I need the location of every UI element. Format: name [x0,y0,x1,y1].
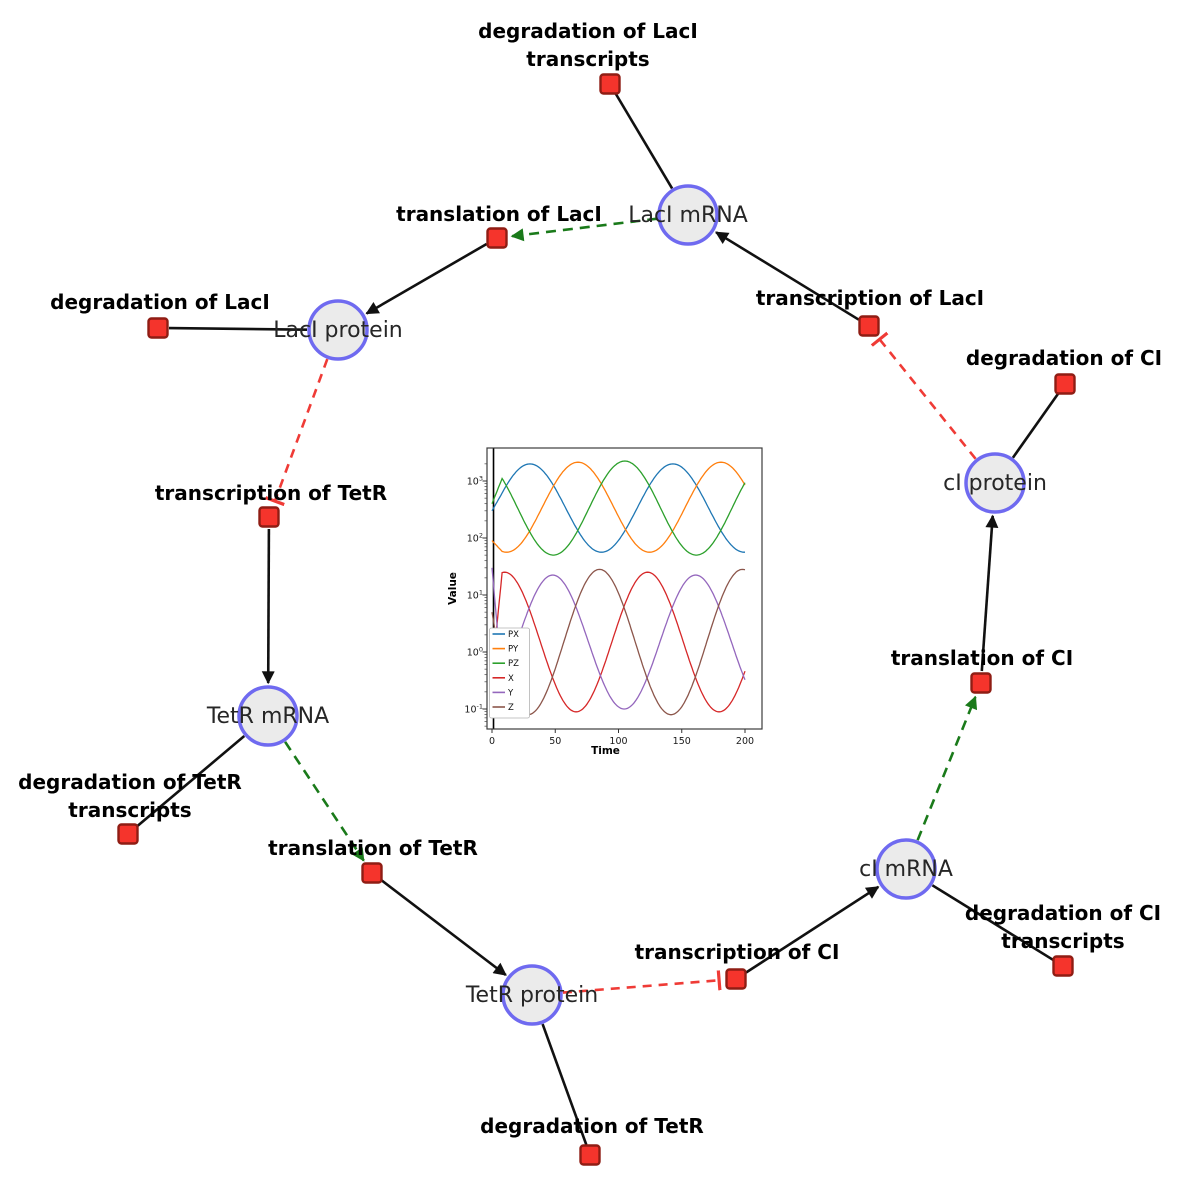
reaction-node-translation-of-ci [970,672,992,694]
edge-consumption-tetr-protein--degradation-of-tetr [541,1023,588,1146]
edge-consumption-laci-mrna--degradation-of-laci-transcripts [614,92,674,190]
legend-label-PX: PX [508,630,519,640]
species-node-ci-protein [964,452,1026,514]
reaction-node-translation-of-tetr [361,862,383,884]
y-tick-exponent: -1 [477,703,483,711]
species-label-laci-mrna: LacI mRNA [628,203,748,228]
edge-consumption-tetr-mrna--degradation-of-tetr-transcripts [135,735,246,828]
species-node-ci-mrna [875,838,937,900]
legend-label-Z: Z [508,703,514,713]
series-PX [491,463,745,553]
edge-production-transcription-of-ci--ci-mrna [745,885,880,974]
x-tick-label: 150 [673,736,691,747]
nodes-layer [117,73,1076,1166]
edge-production-translation-of-ci--ci-protein [980,514,999,672]
x-tick-label: 200 [736,736,754,747]
reaction-node-transcription-of-ci [725,968,747,990]
legend-label-Y: Y [507,688,514,698]
reaction-label-translation-of-laci: translation of LacI [396,202,602,226]
reaction-node-degradation-of-tetr [579,1144,601,1166]
species-label-tetr-protein: TetR protein [465,983,598,1008]
reaction-node-degradation-of-ci [1054,373,1076,395]
series-PZ [491,460,746,556]
legend-label-PY: PY [508,645,519,655]
chart-legend-box [489,627,530,719]
y-tick-base: 10 [464,705,476,716]
edge-consumption-ci-protein--degradation-of-ci [1011,392,1060,459]
y-tick-exponent: 2 [479,532,483,540]
reaction-node-transcription-of-laci [858,315,880,337]
legend-label-PZ: PZ [508,659,519,669]
series-PY [491,461,746,553]
species-node-laci-mrna [657,184,719,246]
y-tick-label: 102 [467,532,483,545]
species-node-tetr-mrna [237,685,299,747]
y-tick-exponent: 1 [479,589,483,597]
x-tick-label: 50 [549,736,561,747]
series-Y [491,567,746,710]
chart-frame [486,447,763,730]
reaction-label-degradation-of-laci: degradation of LacI [50,290,270,314]
reaction-label-degradation-of-ci-transcripts-line2: transcripts [1001,929,1124,953]
edge-modifier-ci-mrna--translation-of-ci [916,695,978,841]
reaction-label-translation-of-tetr: translation of TetR [268,836,478,860]
y-tick-label: 100 [467,646,483,659]
y-tick-label: 103 [467,475,483,488]
edge-production-translation-of-tetr--tetr-protein [380,879,507,977]
reaction-label-translation-of-ci: translation of CI [891,646,1073,670]
y-tick-exponent: 0 [479,646,483,654]
edge-consumption-laci-protein--degradation-of-laci [168,326,308,331]
edge-production-transcription-of-laci--laci-mrna [714,231,860,321]
reaction-label-degradation-of-ci: degradation of CI [966,346,1162,370]
reaction-node-translation-of-laci [486,227,508,249]
edges-layer [135,92,1060,1146]
reaction-label-degradation-of-laci-transcripts: degradation of LacI [478,19,698,43]
series-Z [491,568,746,716]
reaction-node-degradation-of-laci [147,317,169,339]
reaction-node-degradation-of-tetr-transcripts [117,823,139,845]
edge-inhibition-laci-protein--transcription-of-tetr [264,358,329,507]
reaction-node-degradation-of-laci-transcripts [599,73,621,95]
species-label-laci-protein: LacI protein [273,318,403,343]
y-tick-base: 10 [467,477,479,488]
reaction-label-transcription-of-ci: transcription of CI [635,940,840,964]
reaction-label-degradation-of-tetr: degradation of TetR [480,1114,704,1138]
edge-inhibition-ci-protein--transcription-of-laci [870,331,977,460]
reaction-label-degradation-of-laci-transcripts-line2: transcripts [526,47,649,71]
species-node-tetr-protein [501,964,563,1026]
reaction-label-transcription-of-tetr: transcription of TetR [155,481,387,505]
y-tick-label: 101 [467,589,483,602]
edge-consumption-ci-mrna--degradation-of-ci-transcripts [931,884,1055,962]
x-axis-label: Time [591,745,620,757]
reaction-node-transcription-of-tetr [258,506,280,528]
reaction-label-degradation-of-ci-transcripts: degradation of CI [965,901,1161,925]
y-tick-base: 10 [467,648,479,659]
edge-production-transcription-of-tetr--tetr-mrna [261,528,275,685]
x-tick-label: 100 [609,736,627,747]
edge-production-translation-of-laci--laci-protein [365,242,488,315]
edge-modifier-tetr-mrna--translation-of-tetr [284,741,365,862]
edge-inhibition-tetr-protein--transcription-of-ci [562,970,722,994]
legend-label-X: X [508,674,514,684]
x-tick-label: 0 [489,736,495,747]
reaction-label-degradation-of-tetr-transcripts-line2: transcripts [68,798,191,822]
species-label-tetr-mrna: TetR mRNA [206,704,329,729]
reaction-label-transcription-of-laci: transcription of LacI [756,286,984,310]
y-axis-label: Value [447,572,459,605]
species-node-laci-protein [307,299,369,361]
y-tick-base: 10 [467,534,479,545]
species-label-ci-protein: cI protein [943,471,1047,496]
y-tick-label: 10-1 [464,703,483,716]
species-label-ci-mrna: cI mRNA [859,857,953,882]
y-tick-base: 10 [467,591,479,602]
series-X [491,571,746,713]
reaction-label-degradation-of-tetr-transcripts: degradation of TetR [18,770,242,794]
y-tick-exponent: 3 [479,475,483,483]
reaction-node-degradation-of-ci-transcripts [1052,955,1074,977]
edge-modifier-laci-mrna--translation-of-laci [510,217,658,242]
